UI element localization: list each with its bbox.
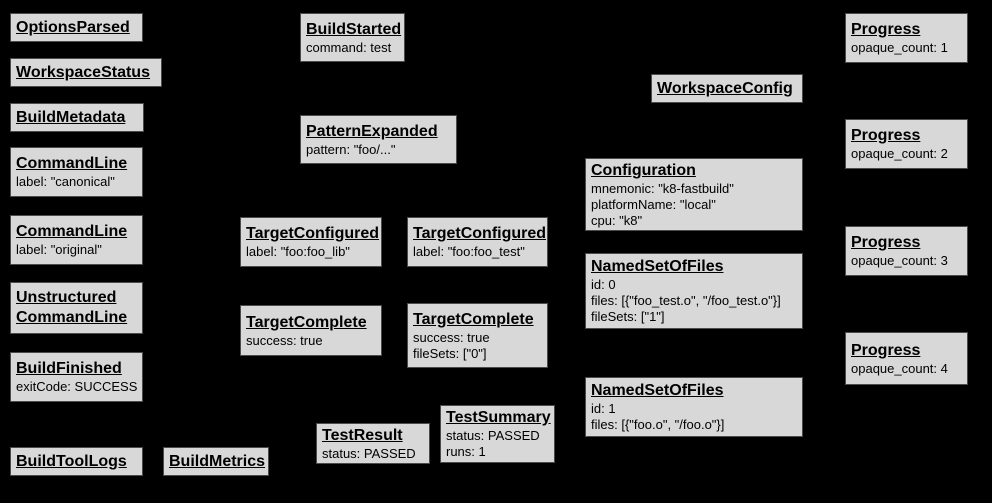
- node-attribute-line: status: PASSED: [446, 428, 540, 443]
- node-title: TargetComplete: [413, 310, 534, 328]
- node-attribute-line: id: 1: [591, 401, 616, 416]
- node-attribute-line: platformName: "local": [591, 196, 716, 212]
- node-title: TargetComplete: [246, 313, 367, 331]
- node-title: Progress: [851, 127, 921, 144]
- node-title: NamedSetOfFiles: [591, 382, 724, 399]
- node-attribute-line: opaque_count: 1: [851, 40, 948, 55]
- node-attribute-line: id: 0: [591, 277, 616, 292]
- node-title: TestResult: [322, 426, 403, 444]
- node-title: CommandLine: [16, 309, 128, 326]
- node-target-configured-foo-lib: TargetConfigured label: "foo:foo_lib": [240, 217, 382, 267]
- node-attribute-line: pattern: "foo/...": [306, 141, 396, 157]
- node-attribute-line: command: test: [306, 39, 392, 55]
- node-attribute-line: files: [{"foo.o", "/foo.o"}]: [591, 417, 725, 432]
- node-title: BuildMetadata: [16, 108, 126, 126]
- node-title: PatternExpanded: [306, 122, 438, 140]
- node-title: TestSummary: [446, 409, 551, 426]
- node-title: Progress: [851, 341, 921, 359]
- node-progress-3: Progress opaque_count: 3: [845, 226, 968, 276]
- node-title: CommandLine: [16, 223, 128, 240]
- node-title: OptionsParsed: [16, 18, 130, 36]
- node-title: Progress: [851, 21, 921, 38]
- node-attribute-line: exitCode: SUCCESS: [16, 379, 138, 394]
- node-target-configured-foo-test: TargetConfigured label: "foo:foo_test": [407, 217, 548, 267]
- node-attribute-line: status: PASSED: [322, 445, 416, 461]
- node-attribute-line: opaque_count: 3: [851, 253, 948, 268]
- node-attribute-line: fileSets: ["1"]: [591, 309, 665, 324]
- node-workspace-status: WorkspaceStatus: [10, 58, 162, 87]
- node-build-finished: BuildFinished exitCode: SUCCESS: [10, 352, 143, 402]
- node-attribute-line: cpu: "k8": [591, 212, 643, 228]
- node-command-line-canonical: CommandLine label: "canonical": [10, 147, 143, 197]
- node-command-line-original: CommandLine label: "original": [10, 215, 143, 265]
- node-attribute-line: files: [{"foo_test.o", "/foo_test.o"}]: [591, 293, 781, 308]
- node-title: TargetConfigured: [413, 225, 547, 242]
- node-build-tool-logs: BuildToolLogs: [10, 447, 143, 476]
- node-title: Unstructured: [16, 289, 117, 306]
- node-title: BuildMetrics: [169, 452, 266, 470]
- node-attribute-line: success: true: [413, 329, 490, 345]
- node-attribute-line: mnemonic: "k8-fastbuild": [591, 180, 734, 196]
- node-attribute-line: opaque_count: 2: [851, 146, 948, 161]
- node-progress-2: Progress opaque_count: 2: [845, 119, 968, 169]
- node-workspace-config: WorkspaceConfig: [651, 74, 803, 103]
- node-title: BuildToolLogs: [16, 452, 127, 470]
- node-build-metrics: BuildMetrics: [163, 447, 269, 476]
- node-title: CommandLine: [16, 155, 128, 172]
- node-build-metadata: BuildMetadata: [10, 103, 144, 132]
- node-title: BuildFinished: [16, 360, 122, 377]
- node-title: Progress: [851, 234, 921, 251]
- node-options-parsed: OptionsParsed: [10, 13, 143, 42]
- node-attribute-line: label: "foo:foo_test": [413, 244, 525, 259]
- node-title: WorkspaceConfig: [657, 79, 793, 97]
- node-attribute-line: runs: 1: [446, 444, 486, 459]
- node-title: Configuration: [591, 161, 696, 179]
- node-attribute-line: fileSets: ["0"]: [413, 345, 487, 361]
- node-attribute-line: label: "canonical": [16, 174, 115, 189]
- node-title: BuildStarted: [306, 20, 402, 38]
- node-attribute-line: label: "foo:foo_lib": [246, 244, 350, 259]
- node-title: NamedSetOfFiles: [591, 258, 724, 275]
- node-title: TargetConfigured: [246, 225, 380, 242]
- node-attribute-line: label: "original": [16, 242, 102, 257]
- node-attribute-line: success: true: [246, 332, 323, 348]
- node-attribute-line: opaque_count: 4: [851, 360, 948, 376]
- node-progress-1: Progress opaque_count: 1: [845, 13, 968, 63]
- node-title: WorkspaceStatus: [16, 63, 150, 81]
